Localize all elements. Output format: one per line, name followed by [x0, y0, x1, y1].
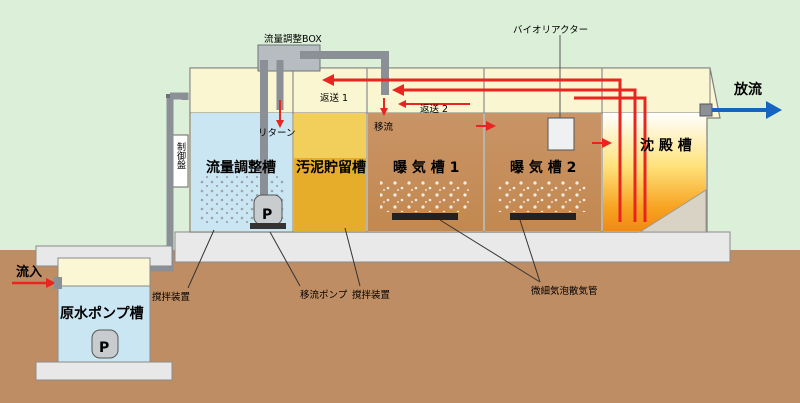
- inflow-pipe-top: [170, 92, 189, 100]
- flow-arrow-a1-a2: [486, 121, 496, 131]
- transfer-pump-label: 移流ポンプ: [300, 289, 348, 301]
- return1-pipe: [300, 51, 389, 95]
- tank-sludge-label: 汚泥貯留槽: [296, 159, 366, 176]
- bioreactor-label: バイオリアクター: [513, 25, 588, 36]
- return-line-arrow-head: [276, 120, 284, 128]
- return-arrow-1-head: [322, 74, 334, 86]
- leader-stirrer1: [187, 229, 215, 289]
- flow-box-label: 流量調整BOX: [264, 33, 322, 45]
- sludge-water-top: [294, 113, 366, 158]
- settling-hopper: [638, 189, 707, 233]
- tank-aer1-label: 曝 気 槽 1: [393, 159, 459, 176]
- leader-diffuser-1: [439, 219, 541, 283]
- stirrer2-label: 撹拌装置: [352, 289, 390, 301]
- aeration1-bubbles: [380, 180, 470, 212]
- return-arrow-1: [330, 78, 622, 222]
- tank-flow-label: 流量調整槽: [206, 159, 276, 176]
- diffuser-label: 微細気泡散気管: [531, 285, 598, 297]
- inflow-arrow-head: [46, 278, 56, 288]
- return1-label: 返送 1: [320, 92, 348, 104]
- discharge-outlet: [699, 103, 713, 117]
- transfer-arrow-head: [380, 108, 388, 116]
- pump-tank-riser: [57, 257, 151, 287]
- raw-water-pump: [91, 329, 119, 359]
- flow-arrow-a2-settle: [602, 138, 612, 148]
- return-arrow-2-head: [392, 84, 404, 96]
- discharge-arrow-head: [766, 101, 782, 119]
- leader-stirrer2: [344, 227, 361, 287]
- tank-settle-label: 沈 殿 槽: [640, 137, 692, 154]
- tank-aer2-label: 曝 気 槽 2: [510, 159, 576, 176]
- pump-tank-base: [35, 361, 173, 381]
- return2-label: 返送 2: [420, 103, 448, 115]
- control-panel-label: 制御盤: [175, 141, 186, 169]
- inflow-nozzle: [54, 277, 62, 289]
- raw-pump-p-mark: P: [99, 340, 109, 356]
- stirrer1-label: 撹拌装置: [152, 291, 190, 303]
- discharge-label: 放流: [733, 81, 762, 98]
- return2-arrow-head: [398, 100, 406, 108]
- tank-pump-label: 原水ポンプ槽: [60, 305, 144, 322]
- bioreactor-unit: [547, 117, 575, 151]
- transfer-label: 移流: [374, 121, 394, 133]
- return-arrow-2: [400, 88, 637, 222]
- pump-p-mark: P: [262, 207, 272, 223]
- return-line-label: リターン: [258, 128, 296, 139]
- base-slab: [174, 231, 731, 263]
- transfer-pump: [250, 194, 286, 229]
- inflow-label: 流入: [16, 264, 42, 280]
- return-arrow-3: [574, 96, 647, 222]
- aeration2-bubbles: [497, 180, 589, 212]
- diffuser-plate-2: [510, 213, 576, 220]
- diffuser-plate-1: [392, 213, 458, 220]
- leader-transfer-pump: [269, 231, 301, 287]
- leader-diffuser-2: [519, 219, 541, 283]
